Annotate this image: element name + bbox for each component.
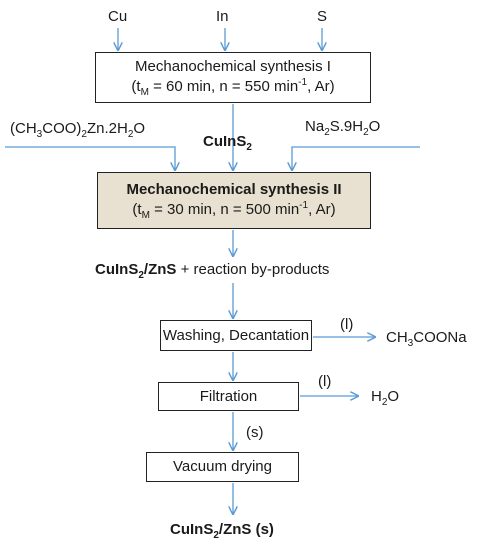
box1-title: Mechanochemical synthesis I [135,58,331,75]
box2-params: (tM = 30 min, n = 500 min-1, Ar) [132,200,336,221]
product-with-byproducts: CuInS2/ZnS + reaction by-products [95,261,330,281]
filtration-box: Filtration [158,382,299,411]
byproduct-sodium-acetate: CH3COONa [386,329,467,349]
mechanochemical-synthesis-1-box: Mechanochemical synthesis I (tM = 60 min… [95,52,371,103]
box1-params: (tM = 60 min, n = 550 min-1, Ar) [131,77,335,98]
mechanochemical-synthesis-2-box: Mechanochemical synthesis II (tM = 30 mi… [97,172,371,229]
vacuum-drying-box: Vacuum drying [146,452,299,482]
final-product: CuInS2/ZnS (s) [170,521,274,541]
intermediate-cuins2: CuInS2 [203,133,252,153]
reagent-sodium-sulfide: Na2S.9H2O [305,118,381,138]
input-in: In [216,8,229,25]
input-s: S [317,8,328,25]
box2-title: Mechanochemical synthesis II [126,181,342,198]
byproduct-water: H2O [371,388,400,408]
phase-solid: (s) [246,424,264,441]
reagent-zinc-acetate: (CH3COO)2Zn.2H2O [10,120,146,140]
input-cu: Cu [108,8,128,25]
arrow-zn-acetate [5,146,175,170]
phase-liquid-1: (l) [340,316,354,333]
arrow-na2s [292,146,420,170]
washing-decantation-box: Washing, Decantation [160,320,312,351]
phase-liquid-2: (l) [318,373,332,390]
